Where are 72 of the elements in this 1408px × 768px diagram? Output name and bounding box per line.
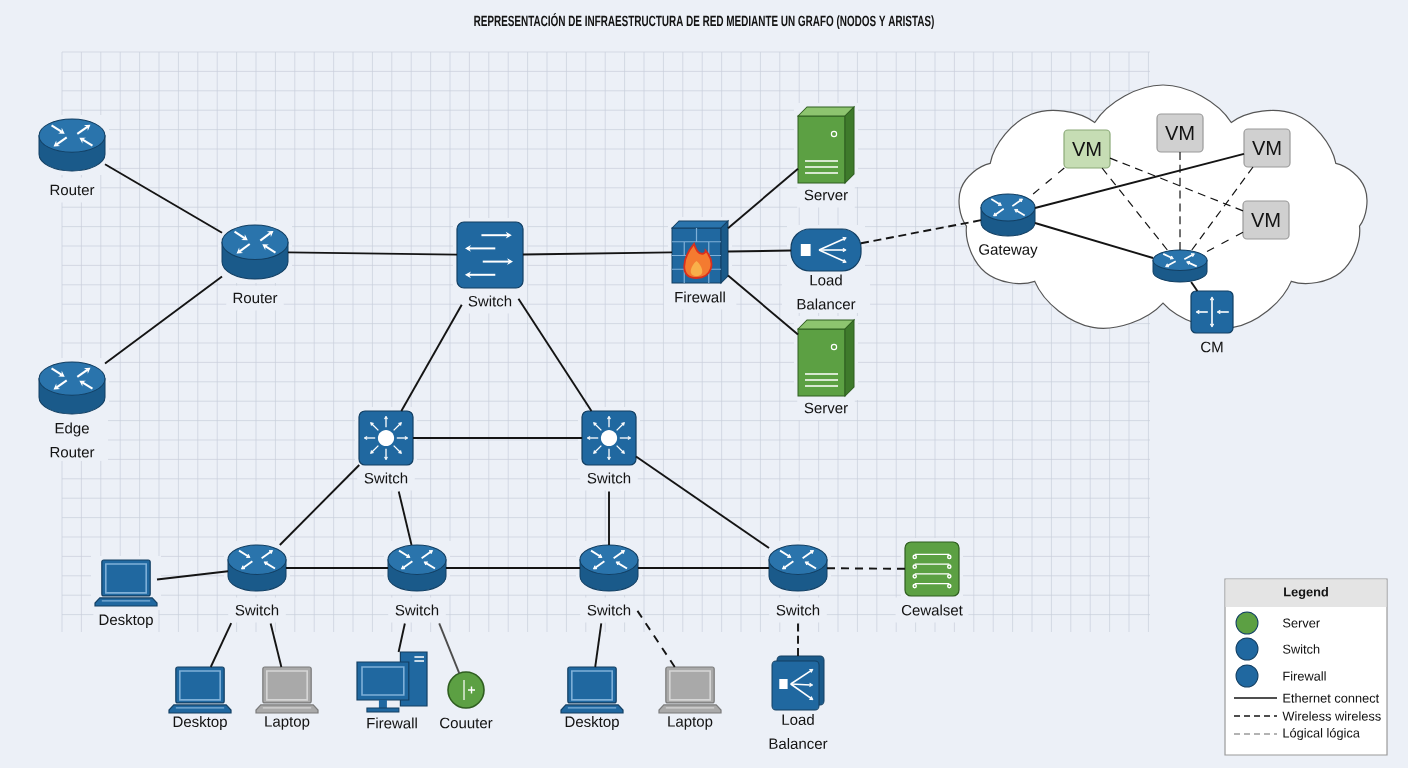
device-label: Gateway — [979, 244, 1038, 258]
connector-line — [1034, 222, 1154, 259]
legend-text: Ethernet connect — [1283, 693, 1380, 703]
connector-line — [287, 251, 458, 256]
device-label: Edge Router — [50, 422, 95, 458]
connector-line — [522, 251, 673, 256]
device-label: Switch — [364, 472, 408, 484]
connector-line — [608, 490, 610, 546]
legend-text: Server — [1283, 618, 1320, 628]
connector-line — [104, 275, 223, 365]
dashed-line — [1109, 157, 1244, 212]
legend-text: Firewall — [1283, 671, 1326, 681]
connector-line — [1190, 281, 1199, 292]
device-label: Laptop — [668, 716, 713, 730]
connector-line — [412, 437, 583, 439]
connector-line — [209, 622, 233, 668]
device-label: Switch — [587, 472, 631, 484]
device-label: Couuter — [440, 717, 493, 729]
title: REPRESENTACIÓN DE INFRAESTRUCTURA DE RED MEDIANTE UN GRAFO (NODOS Y ARISTAS) — [474, 12, 934, 30]
device-label: Desktop — [99, 614, 153, 628]
device-label: CM — [1201, 341, 1223, 353]
device-label: Switch — [235, 604, 279, 616]
device-label: Desktop — [173, 716, 227, 730]
connector-line — [269, 622, 283, 668]
connector-line — [727, 274, 799, 336]
device-label: Firewall — [367, 717, 417, 729]
connector-line — [278, 464, 361, 546]
device-label: Desktop — [565, 716, 619, 730]
device-label: Load Balancer — [797, 274, 856, 310]
connector-line — [397, 622, 406, 653]
device-label: Switch — [587, 604, 631, 616]
connector-line — [445, 567, 581, 569]
device-label: Laptop — [265, 716, 310, 730]
vm-box: VM — [1243, 128, 1291, 168]
dashed-line — [1179, 151, 1181, 251]
legend-text: Switch — [1283, 644, 1320, 654]
device-label: Switch — [776, 604, 820, 616]
router-icon — [1152, 249, 1208, 283]
device-label: Server — [804, 402, 848, 414]
device-label: Firewall — [675, 291, 725, 303]
legend-text: Wireless wireless — [1282, 711, 1381, 721]
connector-line — [400, 303, 463, 412]
dashed-line — [797, 622, 799, 657]
connector-line — [594, 622, 603, 668]
connector-line — [727, 249, 792, 253]
dashed-line — [826, 567, 906, 570]
device-label: Router — [50, 184, 95, 196]
connector-line — [285, 567, 389, 569]
dashed-line — [1101, 167, 1168, 251]
dashed-line — [1191, 166, 1254, 251]
dashed-line — [636, 609, 676, 668]
device-label: Switch — [395, 604, 439, 616]
device-label: Cewalset — [901, 604, 963, 616]
vm-box: VM — [1242, 200, 1290, 240]
connector-line — [397, 490, 413, 546]
device-label: Server — [804, 189, 848, 201]
device-label: Load Balancer — [769, 714, 828, 749]
connector-line — [1034, 153, 1245, 209]
connector-line — [727, 167, 799, 230]
connector-line — [156, 570, 229, 581]
legend-title: Legend — [1284, 587, 1328, 599]
connector-line — [637, 567, 770, 569]
vm-box: VM — [1156, 113, 1204, 153]
device-label: Router — [233, 292, 278, 304]
vm-box: VM — [1063, 129, 1111, 169]
connector-line — [635, 455, 770, 549]
legend-text: Lógical lógica — [1283, 727, 1360, 741]
dashed-line — [860, 219, 982, 245]
device-label: Switch — [468, 295, 512, 307]
connector-line — [517, 297, 593, 412]
connector-line — [438, 622, 461, 675]
connector-line — [104, 163, 223, 234]
